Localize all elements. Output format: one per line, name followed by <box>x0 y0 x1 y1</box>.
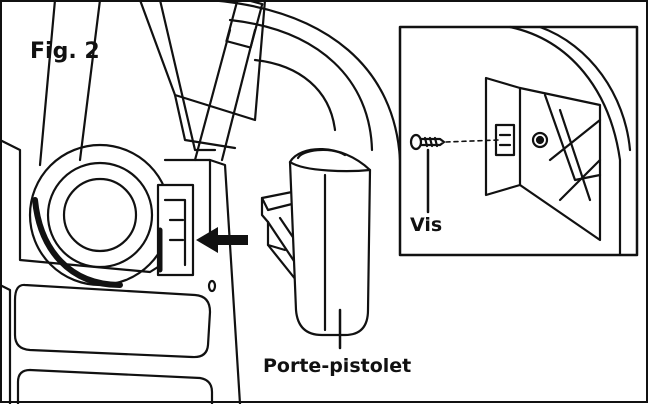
inset-tab-detail <box>498 133 512 147</box>
clip-side <box>260 196 270 224</box>
holder-body <box>288 147 372 337</box>
top-block-inner <box>173 93 237 150</box>
inset-panel <box>398 25 639 257</box>
arm-outer <box>38 0 57 167</box>
chassis-bracket <box>156 183 195 277</box>
figure-title: Fig. 2 <box>30 39 100 64</box>
inset-arc-2 <box>538 25 632 152</box>
reel-inner-arc <box>228 18 374 152</box>
inset-bracket-rail-2 <box>558 108 592 202</box>
hub-inner <box>62 177 138 253</box>
holder-back <box>296 148 347 160</box>
arm-right-edge <box>158 0 217 152</box>
alignment-line <box>445 139 499 143</box>
left-edge-bar <box>0 283 12 404</box>
clip-wing <box>266 243 287 252</box>
inset-bracket-x-2 <box>558 158 602 202</box>
chassis-face <box>163 158 212 242</box>
lower-slot-1 <box>13 283 212 359</box>
small-mark <box>207 279 217 293</box>
screw-label: Vis <box>410 214 443 236</box>
screw-threads <box>423 136 439 148</box>
reel-outer-arc <box>208 0 402 162</box>
inset-bracket-side <box>518 86 602 242</box>
inset-bracket-rail-1 <box>543 93 602 182</box>
screw-head <box>409 133 423 151</box>
inset-screw-hole-inner <box>535 135 545 145</box>
inset-screw-hole <box>531 131 549 149</box>
lower-slot-2b <box>16 368 32 404</box>
inset-arc <box>508 25 622 257</box>
reel-arc-3 <box>253 58 337 132</box>
lower-slot-2 <box>28 368 214 404</box>
chassis-right <box>208 158 242 404</box>
hub-shadow <box>32 197 123 288</box>
arm-outer-2 <box>78 0 102 162</box>
gun-holder-label: Porte-pistolet <box>263 355 412 377</box>
wand-grip <box>225 0 264 49</box>
hub-outer <box>28 143 172 287</box>
inset-bracket-x-1 <box>548 118 602 162</box>
top-block-left <box>138 0 267 122</box>
wand-left <box>193 28 232 162</box>
insert-arrow <box>196 227 248 253</box>
holder-rim <box>288 160 372 173</box>
bracket-detail-1 <box>163 198 187 267</box>
wand-right <box>220 28 257 162</box>
